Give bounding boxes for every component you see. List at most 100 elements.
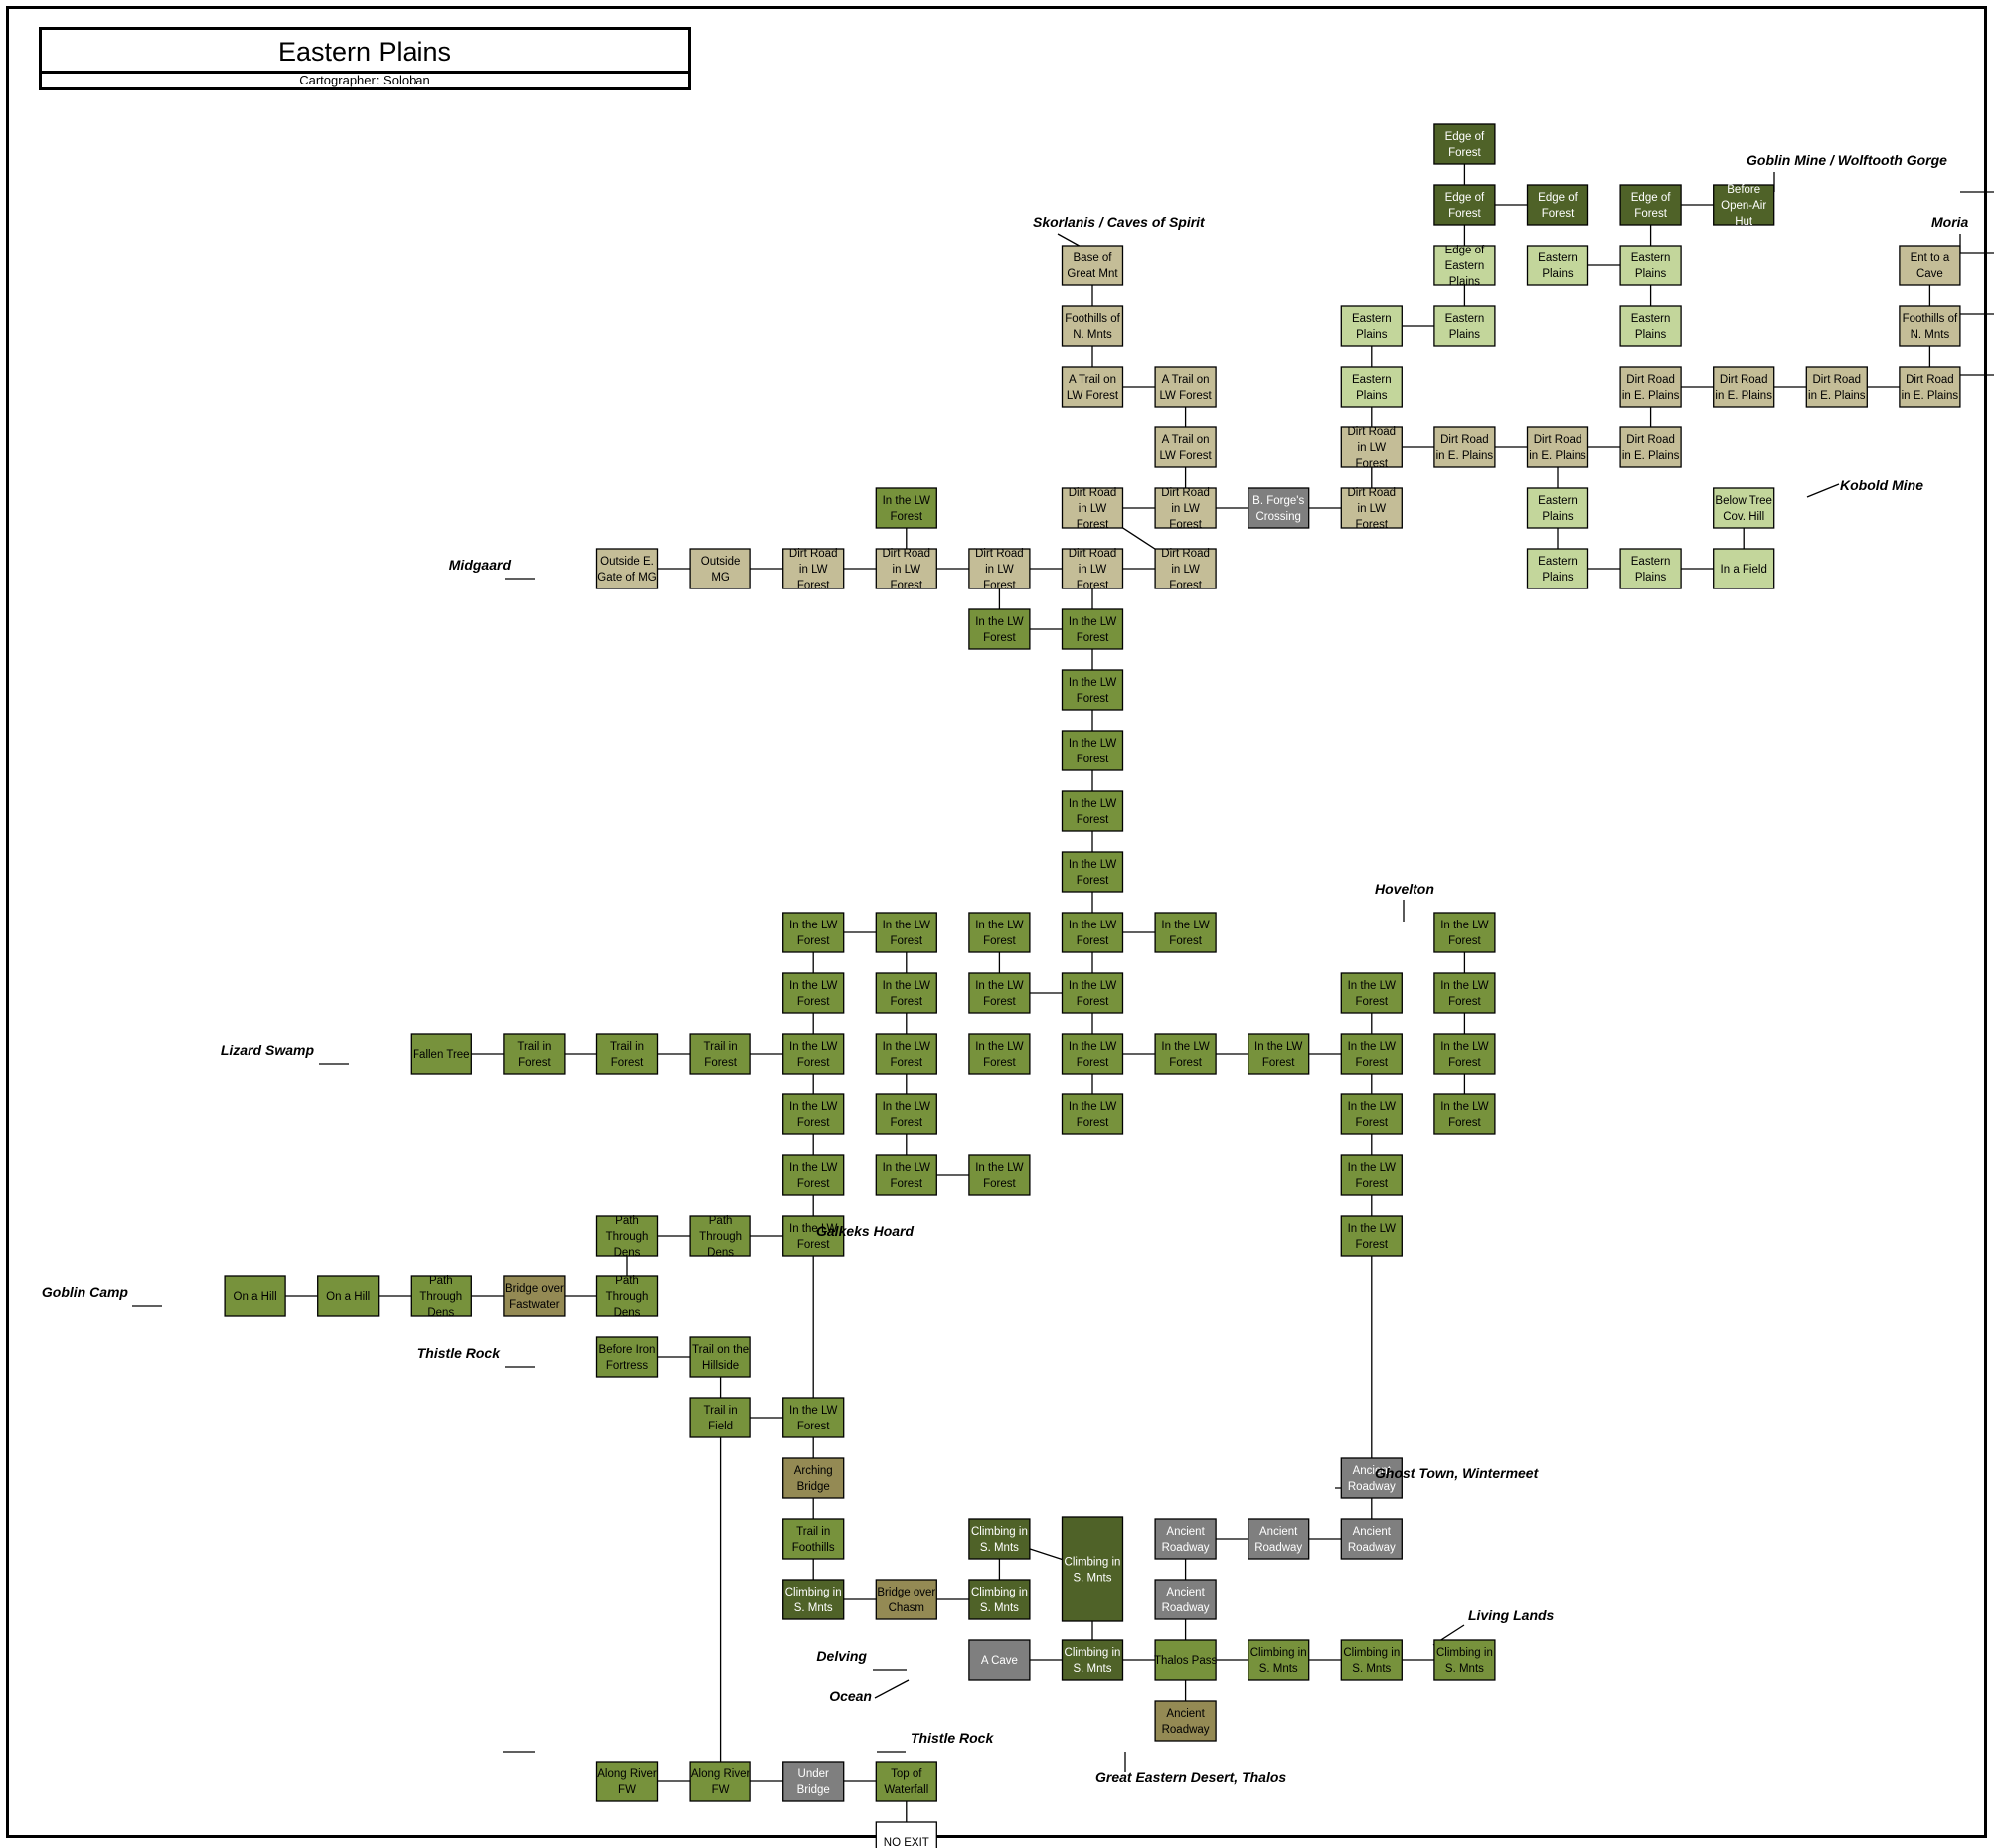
room-label: Plains bbox=[1542, 572, 1574, 584]
room-label: in E. Plains bbox=[1529, 450, 1586, 462]
room-box bbox=[875, 1579, 937, 1620]
room-label: Dirt Road bbox=[1534, 434, 1582, 446]
room-label: Dirt Road bbox=[1161, 548, 1210, 560]
room-label: In the LW bbox=[975, 980, 1024, 992]
room-label: Eastern bbox=[1538, 556, 1578, 568]
room-label: FW bbox=[712, 1784, 730, 1796]
room-box bbox=[689, 1336, 751, 1378]
room-box bbox=[1899, 245, 1961, 286]
room-label: Eastern bbox=[1538, 495, 1578, 507]
room-label: Edge of bbox=[1445, 131, 1485, 143]
room-label: in LW bbox=[799, 564, 828, 576]
room-label: Forest bbox=[797, 1117, 830, 1129]
room-label: Bridge over bbox=[877, 1587, 935, 1598]
room-label: Dirt Road bbox=[1440, 434, 1489, 446]
room-box bbox=[1526, 548, 1589, 589]
room-label: Dirt Road bbox=[1348, 426, 1397, 438]
room-label: In the LW bbox=[1348, 980, 1397, 992]
map-room: Climbing inS. Mnts bbox=[1433, 1639, 1496, 1681]
room-box bbox=[968, 1033, 1031, 1075]
room-label: In the LW bbox=[789, 1041, 838, 1053]
room-box bbox=[1061, 972, 1124, 1014]
room-box bbox=[1061, 912, 1124, 953]
room-label: S. Mnts bbox=[980, 1602, 1019, 1614]
room-label: S. Mnts bbox=[1074, 1573, 1112, 1585]
room-box bbox=[1619, 426, 1682, 468]
room-label: Forest bbox=[891, 580, 923, 591]
room-box bbox=[875, 548, 937, 589]
room-label: Eastern bbox=[1631, 252, 1671, 264]
room-label: in E. Plains bbox=[1622, 390, 1680, 402]
room-label: Forest bbox=[983, 1178, 1016, 1190]
room-label: Fastwater bbox=[509, 1299, 560, 1311]
room-box bbox=[1154, 1518, 1217, 1560]
map-room: Climbing inS. Mnts bbox=[1061, 1639, 1124, 1681]
map-room: Fallen Tree bbox=[410, 1033, 472, 1075]
room-label: Climbing in bbox=[971, 1526, 1028, 1538]
room-box bbox=[1619, 366, 1682, 408]
room-label: in LW bbox=[1171, 503, 1200, 515]
area-exit-label: Delving bbox=[816, 1648, 867, 1664]
room-label: Climbing in bbox=[971, 1587, 1028, 1598]
room-label: Ancient bbox=[1353, 1465, 1392, 1477]
room-box bbox=[1619, 548, 1682, 589]
room-box bbox=[689, 1033, 751, 1075]
room-label: Great Mnt bbox=[1067, 268, 1118, 280]
room-label: Hillside bbox=[702, 1360, 739, 1372]
room-label: Forest bbox=[891, 996, 923, 1008]
room-label: Forest bbox=[1448, 1117, 1481, 1129]
room-label: Trail in bbox=[610, 1041, 644, 1053]
room-label: Dirt Road bbox=[1720, 374, 1768, 386]
area-exit-label: Skorlanis / Caves of Spirit bbox=[1033, 214, 1206, 230]
room-box bbox=[968, 1639, 1031, 1681]
room-label: Forest bbox=[1356, 1117, 1389, 1129]
room-label: Forest bbox=[797, 1421, 830, 1432]
area-exit-label: Kobold Mine bbox=[1840, 477, 1923, 493]
room-box bbox=[968, 1518, 1031, 1560]
room-label: Forest bbox=[1356, 996, 1389, 1008]
room-label: Dirt Road bbox=[1069, 548, 1117, 560]
room-label: Forest bbox=[1077, 1057, 1109, 1069]
room-label: In the LW bbox=[883, 980, 931, 992]
room-label: Through bbox=[419, 1291, 462, 1303]
room-label: Trail in bbox=[704, 1405, 738, 1417]
room-box bbox=[595, 1761, 659, 1802]
room-label: Eastern bbox=[1352, 313, 1392, 325]
room-label: Forest bbox=[1448, 208, 1481, 220]
room-label: Plains bbox=[1635, 268, 1667, 280]
room-label: Dirt Road bbox=[1348, 487, 1397, 499]
room-box bbox=[224, 1275, 286, 1317]
room-label: S. Mnts bbox=[794, 1602, 833, 1614]
room-label: in LW bbox=[1171, 564, 1200, 576]
map-room: Climbing inS. Mnts bbox=[1061, 1516, 1124, 1622]
room-label: Forest bbox=[1169, 935, 1202, 947]
room-box bbox=[1433, 972, 1496, 1014]
page-title: Eastern Plains bbox=[277, 37, 452, 67]
room-box bbox=[1061, 851, 1124, 893]
room-box bbox=[782, 1215, 845, 1257]
room-label: A Cave bbox=[981, 1655, 1018, 1667]
area-exit-label: Ghost Town, Wintermeet bbox=[1375, 1465, 1540, 1481]
